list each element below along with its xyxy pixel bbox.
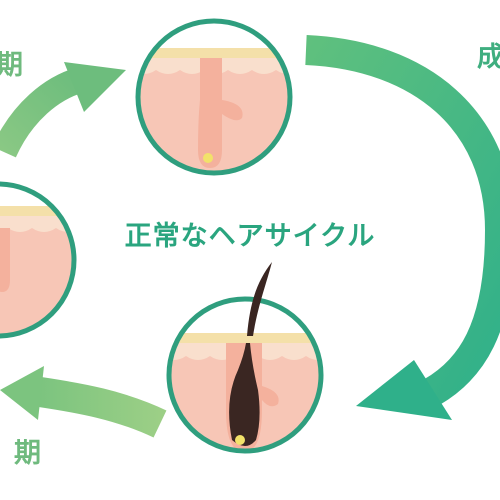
phase-label-top-left: 期: [0, 50, 23, 81]
phase-circle-left: [0, 181, 77, 339]
arrow-right-curve-icon: [305, 35, 500, 420]
arrow-left-curve-icon: [0, 366, 167, 438]
hair-shaft: [247, 262, 272, 336]
diagram-title: 正常なヘアサイクル: [124, 221, 376, 252]
phase-circle-bottom-right: [166, 296, 324, 454]
arrow-up-curve-icon: [0, 62, 126, 158]
phase-label-bottom-left: 期: [14, 438, 41, 469]
phase-circle-top: [135, 18, 293, 176]
phase-label-top-right: 成: [477, 42, 500, 73]
